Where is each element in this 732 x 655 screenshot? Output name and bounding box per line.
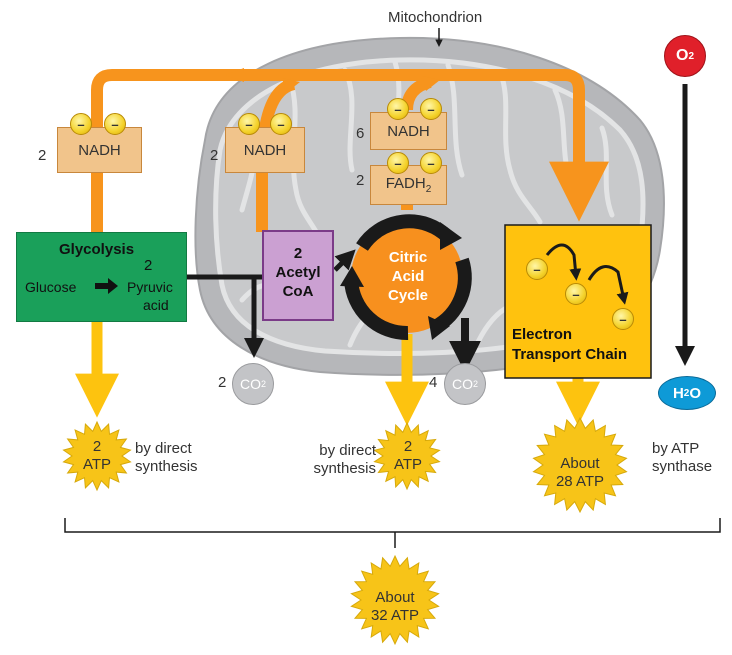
electron-icon: – bbox=[420, 98, 442, 120]
nadh-box: NADH bbox=[225, 127, 305, 173]
etc-electron-arrows bbox=[545, 243, 629, 305]
co2-count: 2 bbox=[218, 374, 227, 391]
cycle-line: Acid bbox=[391, 268, 425, 285]
electron-icon: – bbox=[387, 152, 409, 174]
caption-line: synthesis bbox=[135, 458, 198, 475]
electron-icon: – bbox=[420, 152, 442, 174]
electron-icon: – bbox=[270, 113, 292, 135]
water-suffix: O bbox=[689, 384, 702, 402]
carrier-label: NADH bbox=[243, 141, 287, 159]
co2-label: CO bbox=[239, 376, 261, 392]
arrow-right-icon bbox=[95, 278, 119, 299]
caption-line: synthesis bbox=[313, 460, 376, 477]
flow-arrowhead bbox=[422, 76, 440, 91]
atp-burst-label: 2 ATP bbox=[384, 438, 432, 474]
total-bracket bbox=[64, 518, 721, 548]
etc-label: Electron Transport Chain bbox=[512, 325, 627, 365]
co2-subscript: 2 bbox=[260, 379, 266, 389]
atp-burst bbox=[62, 420, 132, 492]
carrier-label: NADH bbox=[78, 141, 121, 159]
pyruvic-count: 2 bbox=[144, 257, 153, 274]
atp-burst-label: 2 ATP bbox=[72, 438, 122, 474]
carrier-count: 2 bbox=[356, 172, 365, 189]
citric-acid-cycle-label: Citric Acid Cycle bbox=[372, 248, 444, 305]
caption-line: by direct bbox=[319, 442, 376, 459]
total-atp-label: About 32 ATP bbox=[358, 589, 432, 625]
carrier-count: 2 bbox=[210, 147, 219, 164]
co2-subscript: 2 bbox=[472, 379, 478, 389]
acetyl-coa-box: 2 Acetyl CoA bbox=[262, 230, 334, 321]
total-atp-burst bbox=[350, 554, 440, 646]
etc-line: Transport Chain bbox=[512, 346, 628, 363]
caption-line: synthase bbox=[652, 458, 713, 475]
glycolysis-box: Glycolysis 2 Glucose Pyruvic acid bbox=[16, 232, 187, 322]
carrier-label: FADH2 bbox=[385, 175, 432, 195]
electron-icon: – bbox=[104, 113, 126, 135]
pyruvic-label: Pyruvic bbox=[127, 279, 173, 295]
oxygen-subscript: 2 bbox=[688, 50, 694, 62]
atp-value: 2 bbox=[92, 438, 102, 455]
atp-caption: by direct synthesis bbox=[308, 442, 376, 478]
citric-acid-cycle-ring bbox=[340, 214, 472, 341]
co2-count: 4 bbox=[429, 374, 438, 391]
caption-line: by direct bbox=[135, 440, 192, 457]
nadh-box: NADH bbox=[57, 127, 142, 173]
acetyl-count: 2 bbox=[293, 245, 303, 262]
electron-icon: – bbox=[612, 308, 634, 330]
atp-caption: by direct synthesis bbox=[135, 440, 198, 476]
water-label: H bbox=[672, 384, 684, 402]
flow-arrowhead bbox=[282, 78, 300, 93]
cycle-line: Citric bbox=[388, 249, 428, 266]
atp-unit: ATP bbox=[82, 456, 112, 473]
atp-arrows bbox=[75, 322, 600, 426]
total-value: 32 ATP bbox=[370, 607, 420, 624]
atp-burst bbox=[532, 416, 628, 514]
atp-burst bbox=[373, 421, 441, 491]
acid-label: acid bbox=[143, 297, 169, 313]
atp-value: About bbox=[560, 455, 600, 472]
oxygen-label: O bbox=[675, 47, 689, 64]
electron-icon: – bbox=[565, 283, 587, 305]
electron-icon: – bbox=[238, 113, 260, 135]
fadh2-box: FADH2 bbox=[370, 165, 447, 205]
electron-icon: – bbox=[70, 113, 92, 135]
acetyl-label: Acetyl bbox=[275, 264, 321, 281]
flow-arrowhead bbox=[225, 68, 244, 82]
carrier-count: 2 bbox=[38, 147, 47, 164]
water-subscript: 2 bbox=[683, 387, 690, 399]
caption-line: by ATP bbox=[652, 440, 700, 457]
etc-line: Electron bbox=[512, 326, 573, 343]
electron-icon: – bbox=[526, 258, 548, 280]
atp-value: 2 bbox=[403, 438, 413, 455]
atp-caption: by ATP synthase bbox=[652, 440, 712, 476]
co2-label: CO bbox=[451, 376, 473, 392]
atp-unit: 28 ATP bbox=[555, 473, 605, 490]
glycolysis-title: Glycolysis bbox=[59, 241, 135, 258]
atp-unit: ATP bbox=[393, 456, 423, 473]
glucose-label: Glucose bbox=[25, 279, 77, 295]
coa-label: CoA bbox=[282, 283, 314, 300]
mitochondrion-label: Mitochondrion bbox=[388, 9, 483, 26]
cycle-line: Cycle bbox=[387, 287, 429, 304]
carbon-flow-arrows bbox=[187, 84, 695, 373]
atp-burst-label: About 28 ATP bbox=[545, 455, 615, 491]
carrier-label: NADH bbox=[387, 122, 430, 140]
carrier-count: 6 bbox=[356, 125, 365, 142]
total-line: About bbox=[375, 589, 415, 606]
electron-icon: – bbox=[387, 98, 409, 120]
